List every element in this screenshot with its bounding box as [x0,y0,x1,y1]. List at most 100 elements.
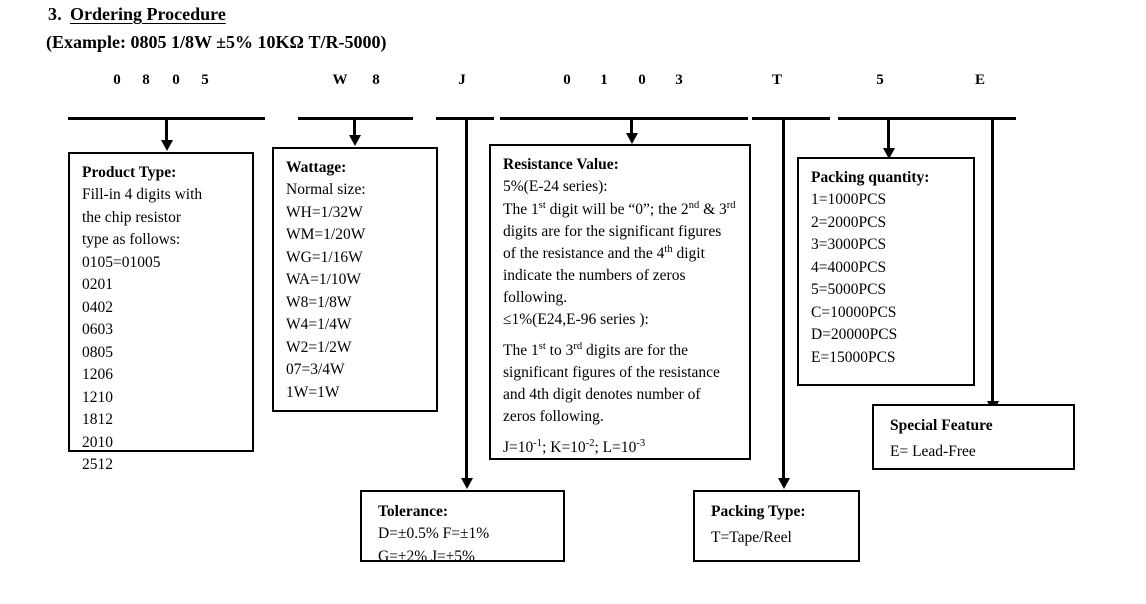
res-5pct-sup1: st [538,199,546,211]
special-feature-box: Special Feature E= Lead-Free [872,404,1075,470]
res-5pct-sup2: nd [688,199,700,211]
arrow-product-type [160,140,173,151]
packing-quantity-line-7: E=15000PCS [811,348,896,366]
product-type-line-5: 0402 [82,298,113,316]
product-type-title: Product Type: [82,164,177,181]
stem-packing-quantity [887,117,890,150]
code-char-11: T [771,72,782,88]
code-char-4: W [332,72,348,88]
product-type-line-11: 2010 [82,433,113,451]
arrow-packing-quantity [882,148,895,159]
product-type-line-9: 1210 [82,388,113,406]
code-char-1: 8 [142,72,150,88]
wattage-line-7: W2=1/2W [286,338,352,356]
packing-type-title: Packing Type: [711,503,806,520]
mult-k-exp: -2 [585,438,595,450]
tolerance-title: Tolerance: [378,503,449,520]
res-1pct-a: The 1 [503,342,539,360]
wattage-line-8: 07=3/4W [286,361,345,379]
wattage-line-5: W8=1/8W [286,293,352,311]
example-part-number: (Example: 0805 1/8W ±5% 10KΩ T/R-5000) [46,32,387,52]
packing-type-line-0: T=Tape/Reel [711,529,792,547]
wattage-box: Wattage: Normal size: WH=1/32W WM=1/20W … [272,147,438,412]
res-5pct-d: digits are for the significant figures o… [503,222,722,262]
res-5pct-b: digit will be “0”; the 2 [545,200,689,218]
code-char-2: 0 [172,72,180,88]
packing-quantity-line-4: 5=5000PCS [811,281,887,299]
code-char-3: 5 [201,72,209,88]
code-char-13: E [974,72,985,88]
product-type-line-8: 1206 [82,366,113,384]
wattage-line-2: WM=1/20W [286,226,366,244]
product-type-line-2: type as follows: [82,231,181,249]
wattage-line-6: W4=1/4W [286,316,352,334]
product-type-line-6: 0603 [82,321,113,339]
code-char-9: 0 [638,72,646,88]
res-5pct-sup4: th [664,243,673,255]
res-1pct-sup2: rd [573,341,583,353]
resistance-5pct-description: The 1st digit will be “0”; the 2nd & 3rd… [503,199,737,309]
resistance-spacer-2 [503,428,737,437]
stem-product-type [165,117,168,142]
code-char-5: 8 [372,72,380,88]
res-1pct-b: to 3 [545,342,574,360]
resistance-spacer-1 [503,331,737,340]
resistance-value-title: Resistance Value: [503,156,619,173]
res-5pct-a: The 1 [503,200,539,218]
arrow-packing-type [777,478,790,489]
product-type-line-4: 0201 [82,276,113,294]
wattage-line-3: WG=1/16W [286,248,363,266]
res-5pct-e: digit indicate the numbers of zeros foll… [503,244,705,306]
mult-sep1: ; K=10 [542,439,586,457]
tolerance-box: Tolerance: D=±0.5% F=±1% G=±2% J=±5% [360,490,565,565]
res-5pct-c: & 3 [699,200,727,218]
product-type-line-10: 1812 [82,411,113,429]
packing-quantity-title: Packing quantity: [811,169,930,186]
packing-type-box: Packing Type: T=Tape/Reel [693,490,860,562]
stem-wattage [353,117,356,137]
arrow-tolerance [460,478,473,489]
resistance-1pct-subtitle: ≤1%(E24,E-96 series ): [503,310,649,328]
special-feature-title: Special Feature [890,417,993,434]
product-type-line-3: 0105=01005 [82,253,161,271]
res-5pct-sup3: rd [726,199,736,211]
stem-resistance [630,117,633,135]
resistance-value-box: Resistance Value: 5%(E-24 series): The 1… [489,144,751,460]
wattage-line-9: 1W=1W [286,383,340,401]
res-1pct-sup1: st [538,341,546,353]
rule-packing-quantity [838,117,968,120]
stem-packing-type [782,117,785,480]
resistance-multipliers: J=10-1; K=10-2; L=10-3 [503,437,737,459]
res-1pct-c: digits are for the significant figures o… [503,342,720,426]
arrow-resistance [625,133,638,144]
packing-quantity-line-6: D=20000PCS [811,326,898,344]
stem-special-feature [991,117,994,403]
page-title: Ordering Procedure [70,4,226,24]
rule-resistance [500,117,748,120]
tolerance-line-0: D=±0.5% F=±1% [378,525,490,543]
mult-j: J=10 [503,439,534,457]
mult-l-exp: -3 [636,438,646,450]
packing-quantity-line-2: 3=3000PCS [811,236,887,254]
wattage-line-0: Normal size: [286,181,366,199]
resistance-1pct-description: The 1st to 3rd digits are for the signif… [503,340,737,428]
product-type-line-12: 2512 [82,456,113,474]
code-char-12: 5 [876,72,884,88]
product-type-line-1: the chip resistor [82,208,182,226]
special-feature-line-0: E= Lead-Free [890,443,976,461]
tolerance-line-1: G=±2% J=±5% [378,547,475,565]
mult-sep2: ; L=10 [594,439,637,457]
arrow-wattage [348,135,361,146]
product-type-line-7: 0805 [82,343,113,361]
packing-quantity-line-0: 1=1000PCS [811,191,887,209]
section-number: 3. [48,4,62,24]
packing-quantity-line-3: 4=4000PCS [811,258,887,276]
stem-tolerance [465,117,468,480]
rule-special-feature [958,117,1016,120]
product-type-box: Product Type: Fill-in 4 digits with the … [68,152,254,473]
packing-quantity-box: Packing quantity: 1=1000PCS 2=2000PCS 3=… [797,157,975,386]
wattage-title: Wattage: [286,159,347,176]
resistance-5pct-subtitle: 5%(E-24 series): [503,178,608,196]
wattage-line-4: WA=1/10W [286,271,362,289]
